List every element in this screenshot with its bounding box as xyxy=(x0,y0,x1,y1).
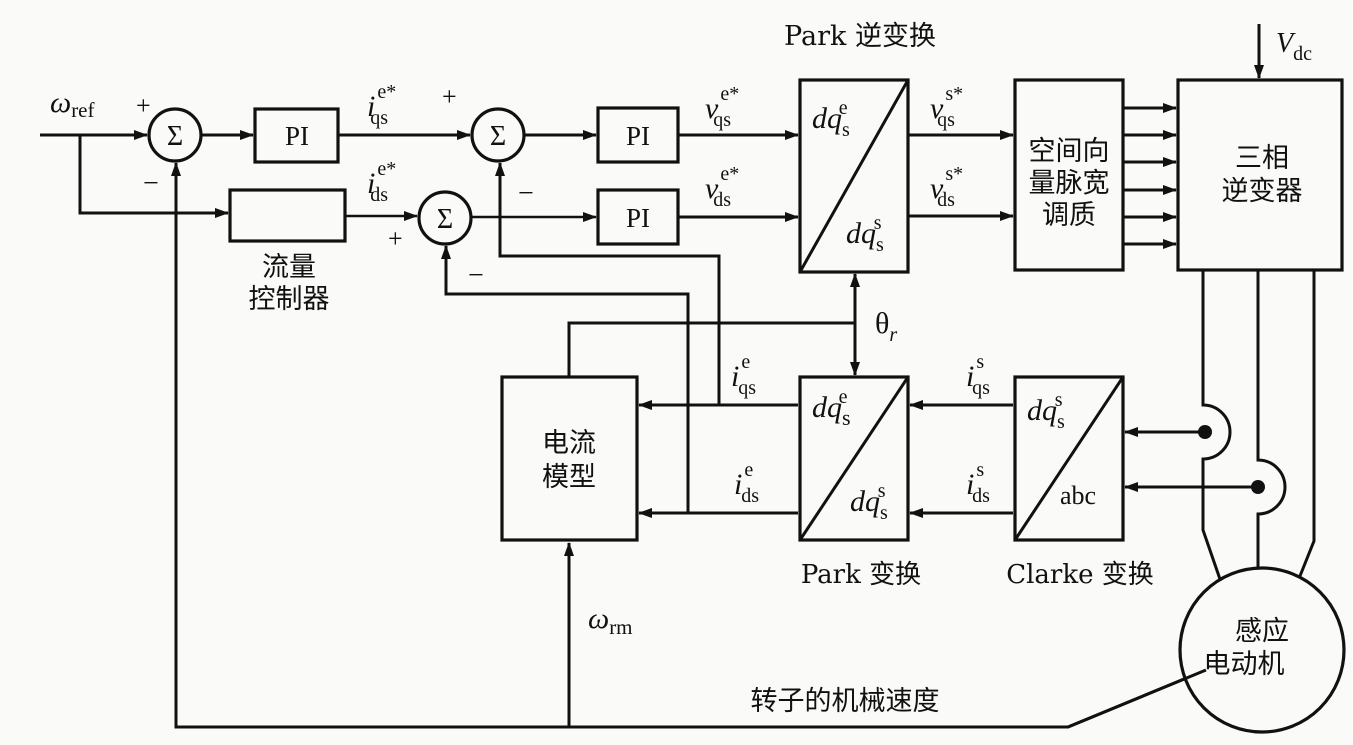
clarke-bottom-label: abc xyxy=(1060,481,1096,510)
pi-q-label: PI xyxy=(626,121,650,151)
omega-ref-label: ωref xyxy=(50,86,95,122)
wire-omega-ref-to-flux xyxy=(78,135,229,218)
current-model-label-2: 模型 xyxy=(542,462,596,493)
gate-signal-wires xyxy=(1124,103,1177,249)
phase-wire-b xyxy=(1256,271,1287,567)
inverse-park-title: Park 逆变换 xyxy=(784,21,936,52)
rotor-speed-caption: 转子的机械速度 xyxy=(751,686,940,717)
pi-q-block: PI xyxy=(596,106,680,164)
park-bottom-label: dqss xyxy=(850,480,888,524)
theta-r-label: θr xyxy=(875,307,897,346)
pi-d-label: PI xyxy=(626,203,650,233)
flux-controller-block: 流量 控制器 xyxy=(228,188,347,315)
park-top-label: dqse xyxy=(812,386,851,430)
sum1-symbol: Σ xyxy=(167,121,183,152)
pi-speed-block: PI xyxy=(253,107,340,164)
sum3-block: Σ xyxy=(417,190,473,246)
wire-ids-e-to-sum3 xyxy=(441,245,690,513)
sum2-block: Σ xyxy=(470,107,526,163)
sum1-minus: − xyxy=(143,168,159,199)
sum3-minus: − xyxy=(468,260,484,291)
sum1-block: Σ xyxy=(147,107,203,163)
clarke-title: Clarke 变换 xyxy=(1006,560,1154,590)
wire-iqs-e-to-sum2 xyxy=(495,162,721,405)
phase-wire-c xyxy=(1298,271,1316,577)
inverse-park-block: dqse dqss xyxy=(798,78,910,274)
svpwm-label-1: 空间向 xyxy=(1029,136,1110,167)
current-model-block: 电流 模型 xyxy=(500,375,639,542)
flux-controller-label-1: 流量 xyxy=(262,252,316,283)
omega-rm-label: ωrm xyxy=(588,602,633,639)
sum2-symbol: Σ xyxy=(490,121,506,152)
clarke-top-label: dqss xyxy=(1027,389,1065,433)
inverter-label-2: 逆变器 xyxy=(1222,176,1303,207)
sum3-symbol: Σ xyxy=(437,204,453,235)
motor-label-1: 感应 xyxy=(1235,616,1289,647)
park-title: Park 变换 xyxy=(801,560,921,590)
wire-theta-r xyxy=(567,321,855,377)
pi-d-block: PI xyxy=(596,188,680,246)
sum2-minus: − xyxy=(518,178,534,209)
inv-park-top-label: dqse xyxy=(812,97,850,141)
sign-markers: + − + − + − xyxy=(136,82,534,291)
sum3-plus: + xyxy=(388,224,403,253)
inverter-block: 三相 逆变器 xyxy=(1176,78,1344,272)
motor-label-2: 电动机 xyxy=(1204,649,1285,680)
park-block: dqse dqss xyxy=(798,375,910,542)
clarke-block: dqss abc xyxy=(1013,375,1125,542)
current-model-label-1: 电流 xyxy=(542,428,596,459)
svpwm-label-2: 量脉宽 xyxy=(1029,168,1110,199)
induction-motor: 感应 电动机 xyxy=(1067,566,1346,734)
sum1-plus: + xyxy=(136,91,151,120)
svpwm-label-3: 调质 xyxy=(1042,200,1096,231)
current-sensor-a-dot xyxy=(1198,425,1212,439)
pi-speed-label: PI xyxy=(285,121,309,151)
inverter-label-1: 三相 xyxy=(1235,143,1289,174)
phase-wire-a xyxy=(1201,271,1232,586)
sum2-plus: + xyxy=(442,82,457,111)
inv-park-bottom-label: dqss xyxy=(846,212,884,256)
vdc-label: Vdc xyxy=(1276,28,1312,65)
svpwm-block: 空间向 量脉宽 调质 xyxy=(1013,78,1125,272)
current-sensor-b-dot xyxy=(1251,480,1265,494)
flux-controller-label-2: 控制器 xyxy=(249,284,330,315)
